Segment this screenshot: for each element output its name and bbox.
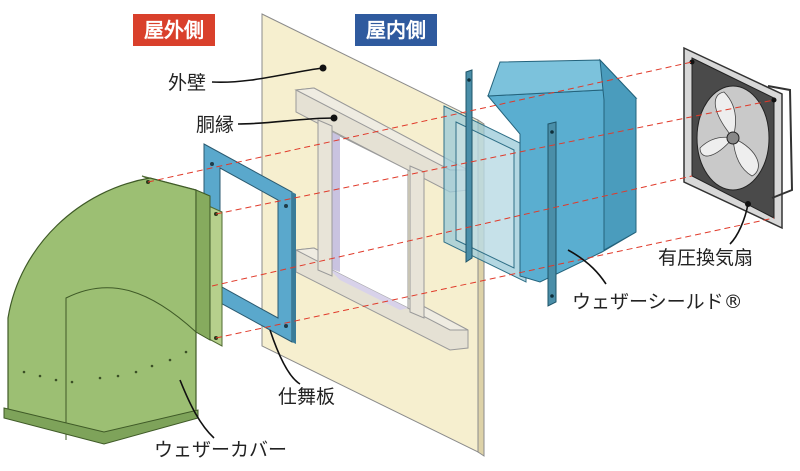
pressure-fan-label: 有圧換気扇 (658, 247, 753, 269)
weather-shield-label: ウェザーシールド® (572, 291, 743, 313)
frame-edge (294, 87, 469, 351)
pressure-fan (683, 46, 794, 230)
indoor-tag: 屋内側 (355, 14, 437, 46)
outdoor-tag-text: 屋外側 (144, 18, 204, 42)
leader-lines (179, 67, 749, 439)
weather-cover-label: ウェザーカバー (154, 439, 287, 461)
alignment-guides (147, 61, 775, 339)
weather-cover (3, 175, 223, 445)
outdoor-tag: 屋外側 (133, 14, 215, 46)
finishing-board-label: 仕舞板 (278, 386, 335, 408)
outer-wall-label: 外壁 (168, 72, 206, 94)
weather-shield (443, 58, 638, 307)
indoor-tag-text: 屋内側 (366, 18, 426, 42)
frame-edge-label: 胴縁 (196, 114, 234, 136)
